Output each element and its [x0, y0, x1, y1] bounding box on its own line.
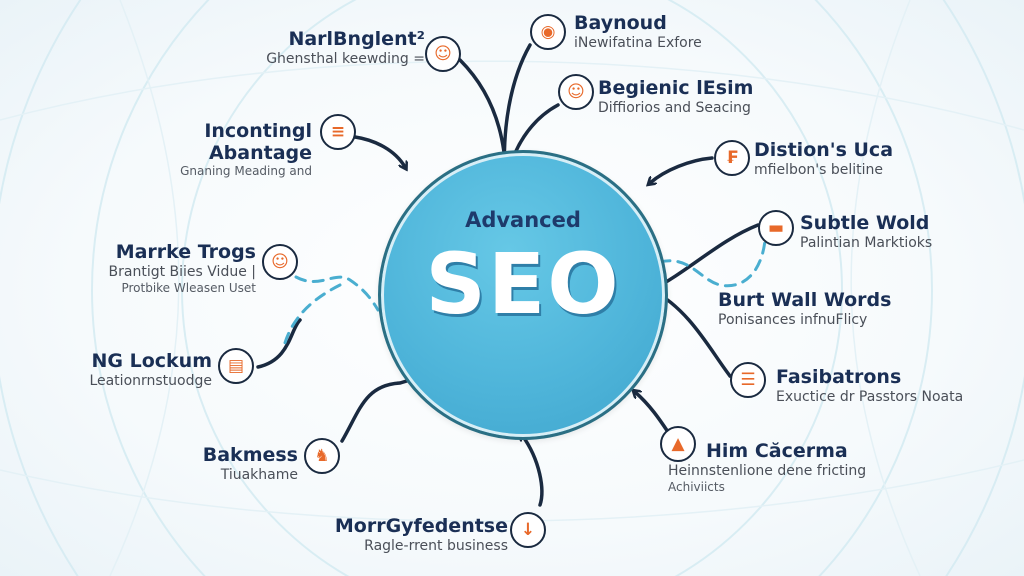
- cart-icon: ♞: [304, 438, 340, 474]
- node-fasibatrons: Fasibatrons Exuctice dr Passtors Noata: [776, 366, 963, 406]
- node-title-line2: Abantage: [208, 142, 312, 164]
- node-description: Exuctice dr Passtors Noata: [776, 389, 964, 405]
- node-title: Distion's Uca: [754, 139, 894, 161]
- node-marrke-trogs: Marrke Trogs Brantigt Biies Vidue | Prot…: [60, 241, 256, 295]
- node-title: Marrke Trogs: [115, 241, 256, 263]
- node-description-secondary: Protbike Wleasen Uset: [121, 281, 256, 295]
- node-description: Heinnstenlione dene fricting: [668, 463, 867, 479]
- node-him-cacerma: Him Căcerma Heinnstenlione dene fricting…: [668, 440, 866, 494]
- node-description: Ragle-rrent business: [364, 538, 508, 554]
- user-icon: ☺: [262, 244, 298, 280]
- node-description: Brantigt Biies Vidue |: [108, 264, 256, 280]
- node-description: Ghensthal keewding =: [266, 51, 425, 67]
- document-icon: ≡: [320, 114, 356, 150]
- node-description: Leationrnstuodge: [89, 373, 212, 389]
- node-description: Diffiorios and Seacing: [598, 100, 751, 116]
- node-title: Bakmess: [202, 444, 298, 466]
- node-subtle-wold: Subtle Wold Palintian Marktioks: [800, 212, 932, 252]
- node-title: Burt Wall Words: [718, 289, 892, 311]
- node-description: Tiuakhame: [220, 467, 298, 483]
- node-description: mfielbon's belitine: [754, 162, 884, 178]
- person-icon: ☺: [425, 36, 461, 72]
- node-distions-uca: Distion's Uca mfielbon's belitine: [754, 139, 893, 179]
- node-title: MorrGyfedentse: [334, 515, 508, 537]
- bridge-icon: ▬: [758, 210, 794, 246]
- node-description: Palintian Marktioks: [800, 235, 933, 251]
- hub-subtitle: Advanced: [465, 208, 581, 232]
- briefcase-icon: ▤: [218, 348, 254, 384]
- central-hub-circle: Advanced SEO: [378, 150, 668, 440]
- node-description: iNewifatina Exfore: [574, 35, 702, 51]
- node-begienic: Begienic lEsim Diffiorios and Seacing: [598, 77, 753, 117]
- node-burt-wall-words: Burt Wall Words Ponisances infnuFlicy: [718, 289, 891, 329]
- node-description: Gnaning Meading and: [180, 164, 312, 178]
- node-description-secondary: Achiviicts: [668, 480, 725, 494]
- node-bakmess: Bakmess Tiuakhame: [160, 444, 298, 484]
- database-icon: ☰: [730, 362, 766, 398]
- node-narlbnglent: NarlBnglent² Ghensthal keewding =: [225, 28, 425, 68]
- node-title: Begienic lEsim: [598, 77, 754, 99]
- growth-icon: ↓: [510, 512, 546, 548]
- node-incontingl: Incontingl Abantage Gnaning Meading and: [120, 120, 312, 178]
- node-baynoud: Baynoud iNewifatina Exfore: [574, 12, 702, 52]
- node-title: Incontingl: [204, 120, 312, 142]
- chart-icon: ▲: [660, 426, 696, 462]
- node-title: Baynoud: [574, 12, 667, 34]
- currency-icon: ₣: [714, 140, 750, 176]
- globe-icon: ◉: [530, 14, 566, 50]
- node-title: Him Căcerma: [706, 440, 848, 462]
- node-title: Fasibatrons: [776, 366, 902, 388]
- node-title: Subtle Wold: [800, 212, 930, 234]
- node-morrgyfedentse: MorrGyfedentse Ragle-rrent business: [300, 515, 508, 555]
- user-profile-icon: ☺: [558, 74, 594, 110]
- node-title: NG Lockum: [91, 350, 213, 372]
- node-description: Ponisances infnuFlicy: [718, 312, 868, 328]
- node-ng-lockum: NG Lockum Leationrnstuodge: [40, 350, 212, 390]
- hub-title: SEO: [425, 235, 621, 333]
- node-title: NarlBnglent²: [288, 28, 425, 50]
